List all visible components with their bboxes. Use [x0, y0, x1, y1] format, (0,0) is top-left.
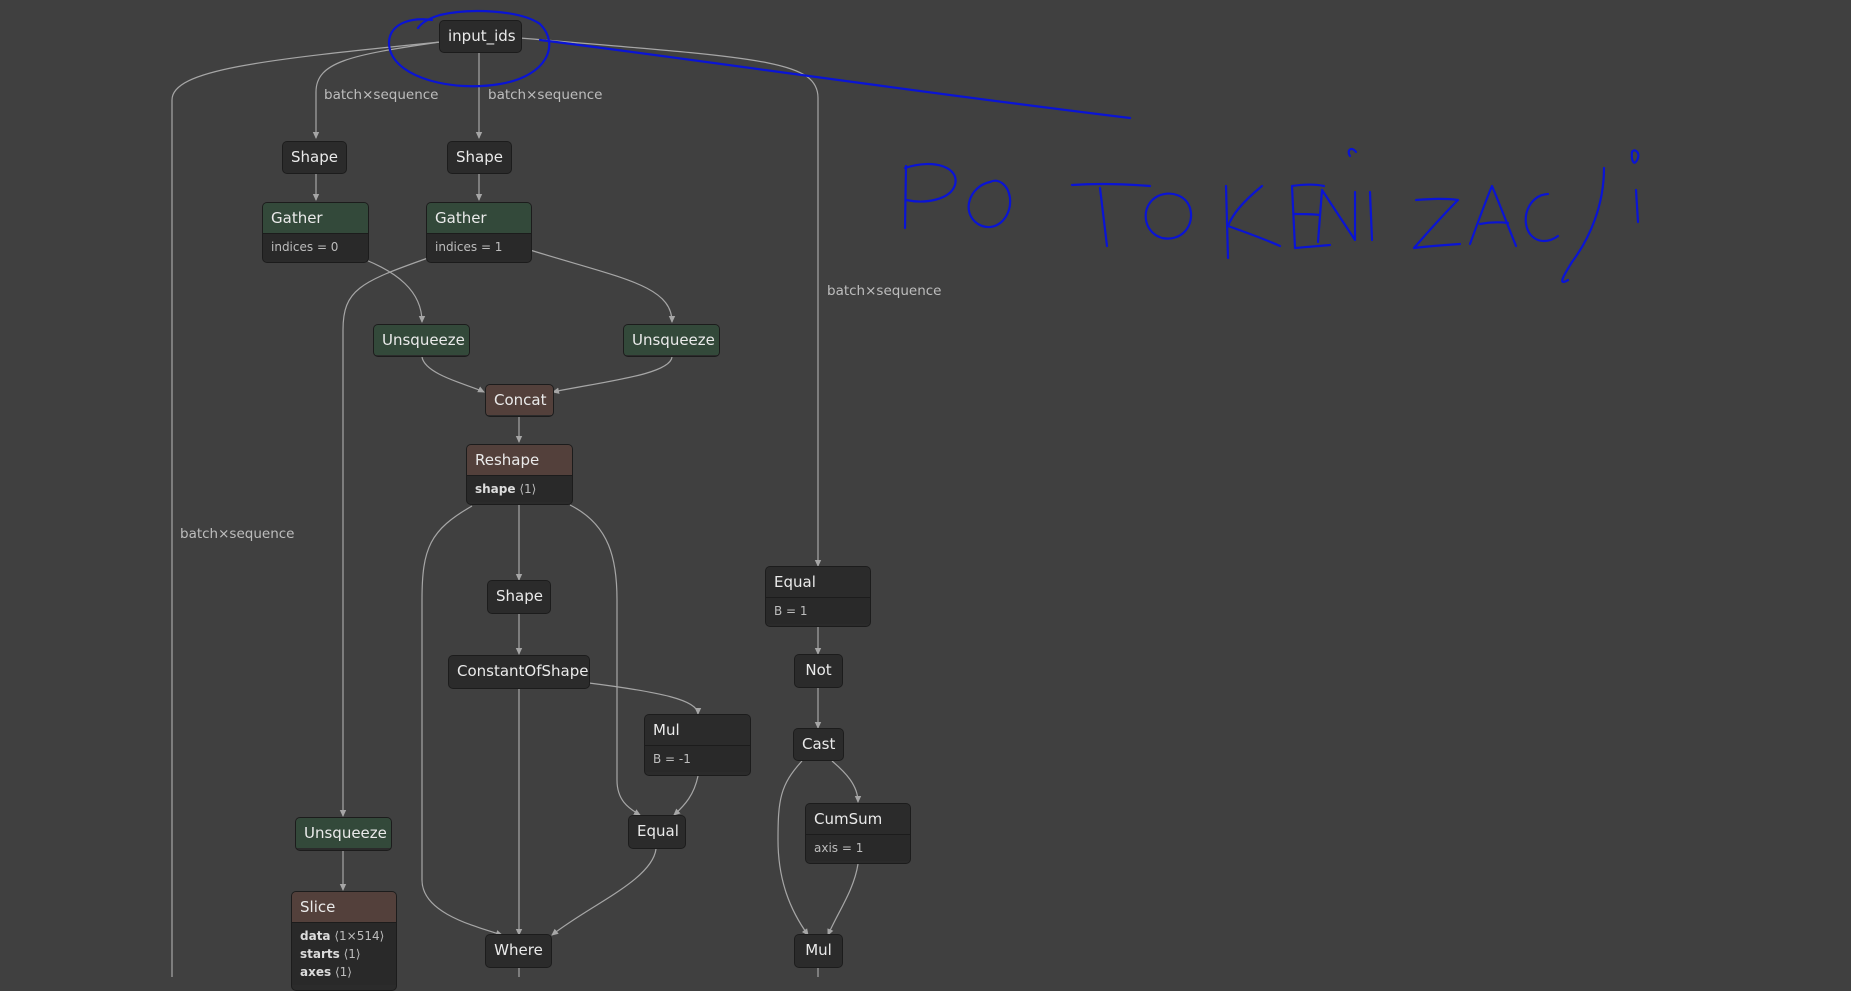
node-equal-1[interactable]: Equal B = 1: [765, 566, 871, 627]
node-title: Where: [486, 935, 551, 965]
node-where[interactable]: Where: [485, 934, 552, 968]
attr-name: data: [300, 929, 331, 943]
node-concat[interactable]: Concat: [485, 384, 554, 417]
edge-label-batch-sequence: batch×sequence: [324, 87, 439, 103]
node-title: Equal: [629, 816, 685, 846]
edge-cumsum-to-mul2: [827, 863, 859, 936]
node-title: Unsqueeze: [374, 325, 469, 355]
node-attr: shape ⟨1⟩: [475, 480, 564, 498]
edge-cast-to-mul2: [777, 760, 809, 936]
node-title: CumSum: [806, 804, 910, 834]
node-title: Unsqueeze: [296, 818, 391, 848]
node-title: Shape: [488, 581, 550, 611]
node-unsqueeze-1[interactable]: Unsqueeze: [373, 324, 470, 357]
node-attr: starts ⟨1⟩: [300, 945, 388, 963]
node-attr: axis = 1: [814, 841, 864, 855]
node-title: Shape: [283, 142, 346, 172]
edge-reshape-to-where: [421, 505, 503, 937]
node-title: Mul: [795, 935, 842, 965]
edge-input-to-slice: [171, 41, 441, 977]
node-slice[interactable]: Slice data ⟨1×514⟩ starts ⟨1⟩ axes ⟨1⟩: [291, 891, 397, 991]
node-shape-2[interactable]: Shape: [447, 141, 512, 174]
edge-unsq1-to-concat: [421, 356, 485, 393]
node-title: Unsqueeze: [624, 325, 719, 355]
attr-name: starts: [300, 947, 340, 961]
node-title: ConstantOfShape: [449, 656, 589, 686]
node-title: input_ids: [440, 21, 521, 51]
attr-value: ⟨1⟩: [334, 965, 352, 979]
attr-value: ⟨1⟩: [343, 947, 361, 961]
node-constant-of-shape[interactable]: ConstantOfShape: [448, 655, 590, 689]
edge-cast-to-cumsum: [831, 760, 862, 803]
edge-reshape-to-equal2: [569, 504, 641, 816]
attr-name: axes: [300, 965, 332, 979]
edge-equal2-to-where: [551, 848, 657, 936]
edge-cos-to-mul1: [588, 682, 702, 715]
node-attr: indices = 0: [271, 240, 339, 254]
node-title: Slice: [292, 892, 396, 922]
attr-value: ⟨1×514⟩: [334, 929, 385, 943]
node-unsqueeze-3[interactable]: Unsqueeze: [295, 817, 392, 851]
edge-mul1-to-equal2: [673, 775, 699, 816]
node-equal-2[interactable]: Equal: [628, 815, 686, 849]
node-gather-1[interactable]: Gather indices = 0: [262, 202, 369, 263]
node-gather-2[interactable]: Gather indices = 1: [426, 202, 532, 263]
attr-name: shape: [475, 482, 516, 496]
node-title: Mul: [645, 715, 750, 745]
node-cast[interactable]: Cast: [793, 728, 844, 761]
node-reshape[interactable]: Reshape shape ⟨1⟩: [466, 444, 573, 505]
edge-label-batch-sequence: batch×sequence: [488, 87, 603, 103]
node-attr: axes ⟨1⟩: [300, 963, 388, 981]
node-mul-2[interactable]: Mul: [794, 934, 843, 968]
node-title: Cast: [794, 729, 843, 759]
node-title: Concat: [486, 385, 553, 415]
edge-unsq2-to-concat: [552, 356, 673, 394]
edge-gather1-to-unsq1: [365, 259, 426, 323]
node-title: Shape: [448, 142, 511, 172]
attr-value: ⟨1⟩: [519, 482, 537, 496]
node-unsqueeze-2[interactable]: Unsqueeze: [623, 324, 720, 357]
node-title: Gather: [263, 203, 368, 233]
node-attr: B = -1: [653, 752, 691, 766]
node-title: Reshape: [467, 445, 572, 475]
node-not[interactable]: Not: [794, 654, 843, 688]
edge-gather2-to-unsq3: [339, 257, 429, 817]
node-title: Not: [795, 655, 842, 685]
edge-gather2-to-unsq2: [529, 249, 676, 323]
node-mul-1[interactable]: Mul B = -1: [644, 714, 751, 776]
node-cumsum[interactable]: CumSum axis = 1: [805, 803, 911, 864]
node-attr: data ⟨1×514⟩: [300, 927, 388, 945]
edge-label-batch-sequence: batch×sequence: [180, 526, 295, 542]
node-input-ids[interactable]: input_ids: [439, 20, 522, 53]
edge-label-batch-sequence: batch×sequence: [827, 283, 942, 299]
node-title: Equal: [766, 567, 870, 597]
node-title: Gather: [427, 203, 531, 233]
node-attr: indices = 1: [435, 240, 503, 254]
node-shape-3[interactable]: Shape: [487, 580, 551, 614]
node-shape-1[interactable]: Shape: [282, 141, 347, 174]
node-attr: B = 1: [774, 604, 808, 618]
